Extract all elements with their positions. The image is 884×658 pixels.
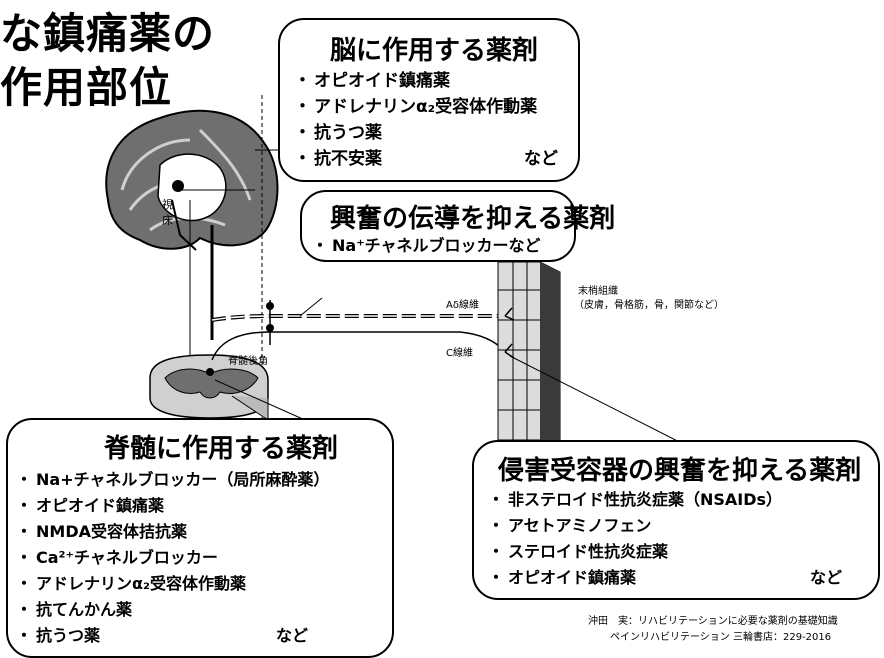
brain-box-heading: 脳に作用する薬剤 xyxy=(330,36,539,66)
brain-box-item: ・オピオイド鎮痛薬 xyxy=(294,71,450,91)
nociceptor-box-item: ・非ステロイド性抗炎症薬（NSAIDs） xyxy=(488,490,783,509)
brain-box-item: ・抗うつ薬 xyxy=(294,123,382,143)
spinal-box-item: ・Na+チャネルブロッカー（局所麻酔薬） xyxy=(16,470,330,489)
nociceptor-box-leader xyxy=(509,355,706,456)
spinal-box-item: ・抗てんかん薬 xyxy=(16,600,133,619)
nociceptor-box-item: ・オピオイド鎮痛薬 xyxy=(488,568,637,587)
conduction-box-item: ・Na⁺チャネルブロッカーなど xyxy=(312,236,541,255)
brain-box-item: ・アドレナリンα₂受容体作動薬 xyxy=(294,97,538,117)
conduction-drug-box: 興奮の伝導を抑える薬剤 ・Na⁺チャネルブロッカーなど xyxy=(300,190,615,262)
slide-title-line1: な鎮痛薬の xyxy=(0,9,216,58)
slide-title-line2: 作用部位 xyxy=(0,63,173,112)
nociceptor-box-heading: 侵害受容器の興奮を抑える薬剤 xyxy=(498,456,862,486)
citation-line2: ペインリハビリテーション 三輪書店：229-2016 xyxy=(610,632,832,643)
spinal-box-item: ・NMDA受容体拮抗薬 xyxy=(16,522,187,541)
c-fiber-label: C線維 xyxy=(446,348,473,359)
nociceptor-drug-box: 侵害受容器の興奮を抑える薬剤 ・非ステロイド性抗炎症薬（NSAIDs） ・アセト… xyxy=(472,440,880,600)
nociceptor-box-etc: など xyxy=(810,568,843,587)
spinal-box-heading: 脊髄に作用する薬剤 xyxy=(104,434,339,464)
brain-illustration xyxy=(105,109,279,251)
conduction-box-leader xyxy=(299,297,323,317)
dorsal-root-ganglion xyxy=(266,302,274,310)
thalamus-label-glyph1: 視 xyxy=(162,197,173,211)
nociceptor-box-item: ・アセトアミノフェン xyxy=(488,516,652,535)
peripheral-tissue-label: 末梢組織 xyxy=(578,286,618,297)
spinal-box-item: ・アドレナリンα₂受容体作動薬 xyxy=(16,574,247,593)
dorsal-root-ganglion-2 xyxy=(266,324,274,332)
spinal-box-item: ・オピオイド鎮痛薬 xyxy=(16,496,165,515)
peripheral-tissue-detail: （皮膚，骨格筋，骨，関節など） xyxy=(574,300,724,311)
a-delta-fiber-label: Aδ線維 xyxy=(446,300,479,311)
brain-box-item: ・抗不安薬 xyxy=(294,149,382,169)
brain-drug-box: 脳に作用する薬剤 ・オピオイド鎮痛薬 ・アドレナリンα₂受容体作動薬 ・抗うつ薬… xyxy=(278,18,580,182)
citation-line1: 沖田 実：リハビリテーションに必要な薬剤の基礎知識 xyxy=(588,616,838,627)
thalamus-label-glyph2: 床 xyxy=(162,213,173,227)
spinal-box-item: ・抗うつ薬 xyxy=(16,626,101,645)
conduction-box-heading: 興奮の伝導を抑える薬剤 xyxy=(330,204,616,234)
nociceptor-box-item: ・ステロイド性抗炎症薬 xyxy=(488,542,669,561)
spinal-box-leader xyxy=(214,379,306,421)
spinal-drug-box: 脊髄に作用する薬剤 ・Na+チャネルブロッカー（局所麻酔薬） ・オピオイド鎮痛薬… xyxy=(6,418,394,658)
spinal-box-item: ・Ca²⁺チャネルブロッカー xyxy=(16,548,218,567)
dorsal-horn-label: 脊髄後角 xyxy=(228,356,268,367)
spinal-box-etc: など xyxy=(276,626,309,645)
spinal-cord-illustration xyxy=(149,354,269,421)
brain-box-etc: など xyxy=(524,149,558,169)
